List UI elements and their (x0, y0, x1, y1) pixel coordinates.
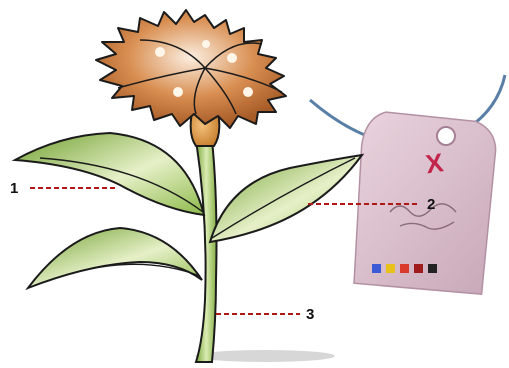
tag-swatch (428, 264, 437, 273)
leaf-right (210, 155, 362, 242)
callout-1-label: 1 (10, 180, 18, 197)
tag-swatch (386, 264, 395, 273)
callout-3: 3 (216, 306, 314, 323)
seed-tag: X (352, 111, 498, 295)
tag-swatch (400, 264, 409, 273)
callout-2-label: 2 (427, 196, 435, 213)
leaf-upper-left (15, 133, 204, 215)
leaf-lower-left (28, 228, 202, 288)
stem (196, 140, 217, 362)
tag-swatch (414, 264, 423, 273)
flower-head (96, 10, 286, 128)
tag-swatch (372, 264, 381, 273)
callout-1: 1 (10, 180, 118, 197)
ground-shadow (195, 350, 335, 362)
callout-3-label: 3 (306, 306, 314, 323)
